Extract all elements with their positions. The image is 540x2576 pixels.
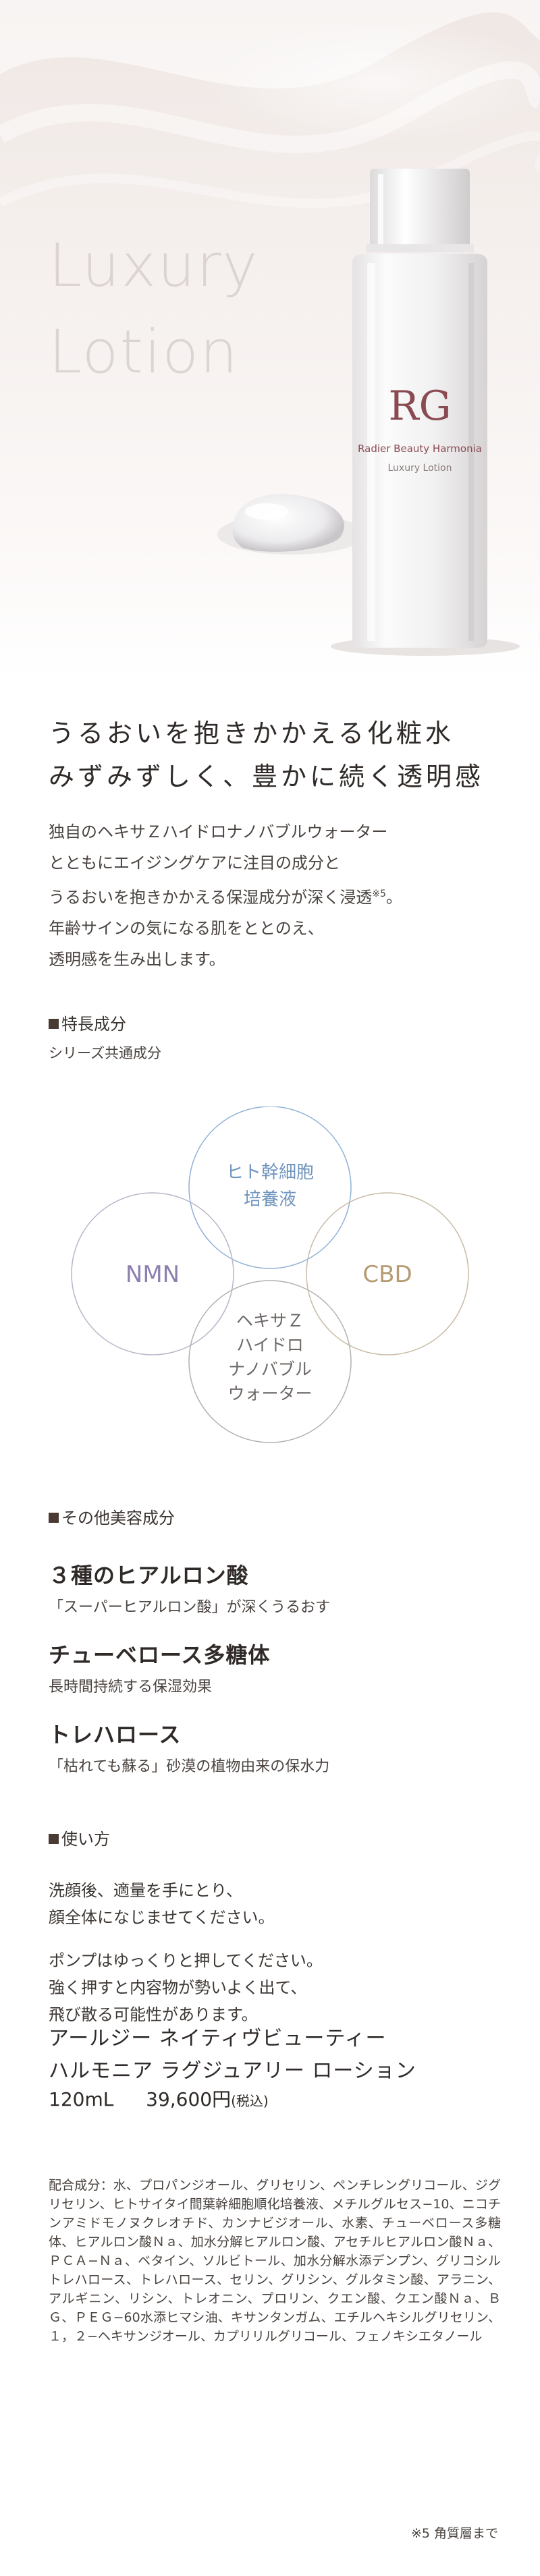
intro-line3: うるおいを抱きかかえる保湿成分が深く浸透※5。 bbox=[49, 878, 514, 913]
other-ingredients-heading: その他美容成分 bbox=[49, 1505, 175, 1528]
usage-p1-line2: 顔全体になじませてください。 bbox=[49, 1908, 275, 1927]
venn-left-label: NMN bbox=[126, 1261, 180, 1288]
footnote: ※5 角質層まで bbox=[410, 2526, 498, 2541]
hero-title-line2: Lotion bbox=[49, 317, 239, 387]
headline-line2: みずみずしく、豊かに続く透明感 bbox=[49, 762, 485, 791]
venn-circle-top bbox=[188, 1107, 352, 1269]
ingredient-desc-3: 「枯れても蘇る」砂漠の植物由来の保水力 bbox=[49, 1758, 330, 1775]
product-name-line2: ハルモニア ラグジュアリー ローション bbox=[49, 2059, 416, 2083]
hero-background: RG Radier Beauty Harmonia Luxury Lotion bbox=[0, 0, 540, 656]
price-line: 120mL 39,600円(税込) bbox=[49, 2085, 269, 2112]
usage-heading: 使い方 bbox=[49, 1826, 110, 1849]
bottle-logo: RG bbox=[388, 383, 451, 430]
product-tax: (税込) bbox=[231, 2093, 269, 2109]
features-subheading: シリーズ共通成分 bbox=[49, 1045, 161, 1061]
venn-bottom-line1: ヘキサＺ bbox=[236, 1311, 304, 1331]
ingredients-list: 配合成分：水、プロパンジオール、グリセリン、ペンチレングリコール、ジグリセリン、… bbox=[49, 2178, 501, 2344]
venn-bottom-line3: ナノバブル bbox=[228, 1360, 312, 1379]
intro-line4: 年齢サインの気になる肌をととのえ、 bbox=[49, 919, 324, 938]
usage-p1-line1: 洗顔後、適量を手にとり、 bbox=[49, 1881, 243, 1900]
ingredient-title-2: チューベロース多糖体 bbox=[49, 1642, 271, 1668]
intro-line1: 独自のヘキサＺハイドロナノバブルウォーター bbox=[49, 822, 388, 841]
product-volume: 120mL bbox=[49, 2088, 114, 2110]
other-heading-text: その他美容成分 bbox=[61, 1509, 175, 1528]
usage-p2-line3: 飛び散る可能性があります。 bbox=[49, 2005, 258, 2024]
features-heading: 特長成分 bbox=[49, 1011, 126, 1034]
usage-p2-line2: 強く押すと内容物が勢いよく出て、 bbox=[49, 1978, 307, 1997]
venn-circle-bottom bbox=[188, 1280, 352, 1443]
ingredient-title-1: ３種のヒアルロン酸 bbox=[49, 1563, 249, 1588]
usage-paragraph-2: ポンプはゆっくりと押してください。 強く押すと内容物が勢いよく出て、 飛び散る可… bbox=[49, 1947, 508, 2028]
bottle-product-text: Luxury Lotion bbox=[387, 463, 452, 474]
headline: うるおいを抱きかかえる化粧水 みずみずしく、豊かに続く透明感 bbox=[49, 712, 508, 798]
venn-top-line2: 培養液 bbox=[244, 1189, 296, 1210]
venn-top-line1: ヒト幹細胞 bbox=[226, 1163, 314, 1183]
venn-circle-left bbox=[71, 1192, 234, 1355]
venn-bottom-line4: ウォーター bbox=[227, 1384, 312, 1403]
intro-line3-end: 。 bbox=[385, 888, 402, 907]
venn-bottom-line2: ハイドロ bbox=[236, 1335, 304, 1355]
usage-paragraph-1: 洗顔後、適量を手にとり、 顔全体になじませてください。 bbox=[49, 1877, 508, 1931]
usage-p2-line1: ポンプはゆっくりと押してください。 bbox=[49, 1951, 323, 1970]
intro-line3-note: ※5 bbox=[372, 889, 386, 899]
ingredient-desc-1: 「スーパーヒアルロン酸」が深くうるおす bbox=[49, 1599, 331, 1616]
venn-right-label: CBD bbox=[362, 1261, 412, 1288]
product-name: アールジー ネイティヴビューティー ハルモニア ラグジュアリー ローション bbox=[49, 2023, 508, 2088]
hero-section: RG Radier Beauty Harmonia Luxury Lotion … bbox=[0, 0, 540, 681]
venn-circle-right bbox=[306, 1192, 469, 1355]
usage-heading-text: 使い方 bbox=[61, 1830, 110, 1849]
square-icon bbox=[49, 1019, 59, 1029]
bottle-brand-text: Radier Beauty Harmonia bbox=[358, 443, 482, 455]
product-price: 39,600円 bbox=[146, 2088, 232, 2110]
features-heading-text: 特長成分 bbox=[61, 1015, 126, 1034]
square-icon bbox=[49, 1834, 59, 1844]
hero-title-line1: Luxury bbox=[49, 231, 259, 300]
intro-line2: とともにエイジングケアに注目の成分と bbox=[49, 853, 340, 872]
ingredient-title-3: トレハロース bbox=[49, 1722, 182, 1747]
headline-line1: うるおいを抱きかかえる化粧水 bbox=[49, 719, 454, 748]
product-name-line1: アールジー ネイティヴビューティー bbox=[49, 2027, 387, 2050]
features-venn-diagram: ヒト幹細胞 培養液 NMN CBD ヘキサＺ ハイドロ ナノバブル ウォーター bbox=[71, 1107, 469, 1443]
intro-paragraph: 独自のヘキサＺハイドロナノバブルウォーター とともにエイジングケアに注目の成分と… bbox=[49, 816, 514, 975]
intro-line3-text: うるおいを抱きかかえる保湿成分が深く浸透 bbox=[49, 888, 373, 907]
intro-line5: 透明感を生み出します。 bbox=[49, 950, 225, 969]
ingredient-desc-2: 長時間持続する保湿効果 bbox=[49, 1679, 213, 1696]
square-icon bbox=[49, 1513, 59, 1523]
hero-title: Luxury Lotion bbox=[49, 223, 400, 395]
